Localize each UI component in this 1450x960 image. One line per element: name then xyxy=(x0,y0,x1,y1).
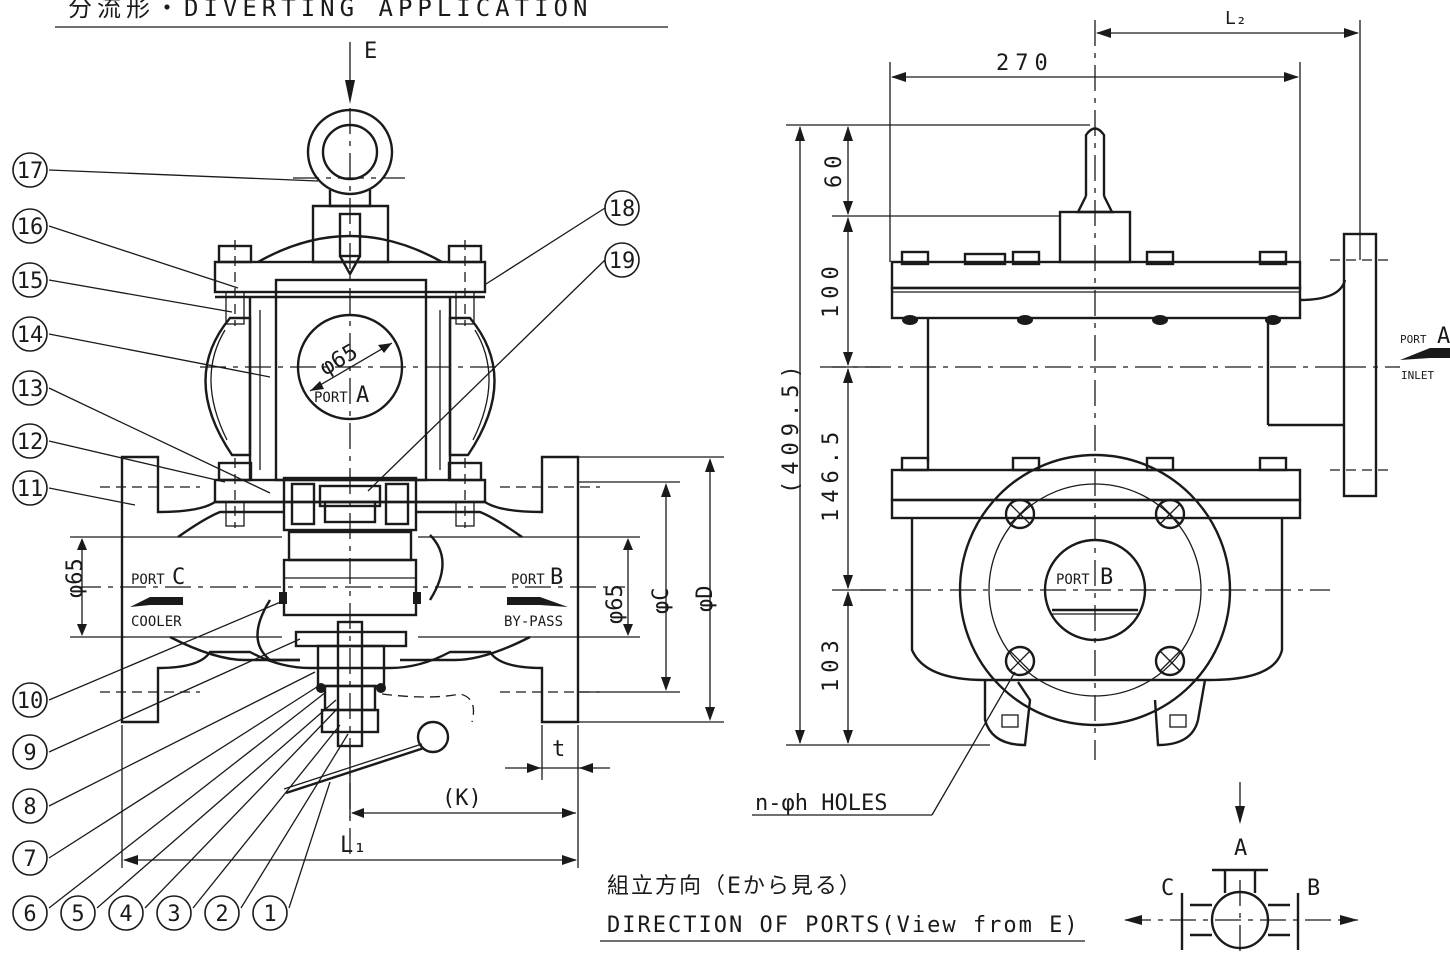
cooler-label: COOLER xyxy=(131,614,182,630)
inlet-label: INLET xyxy=(1401,369,1434,382)
dim-103-label: 103 xyxy=(819,634,844,692)
svg-text:15: 15 xyxy=(17,269,44,294)
part-balloon: 5 xyxy=(60,895,96,931)
part-balloon: 2 xyxy=(204,895,240,931)
svg-text:5: 5 xyxy=(71,902,84,927)
bolt-hole xyxy=(1154,498,1186,530)
right-side-view: L₂ 270 PORT A xyxy=(752,8,1450,816)
bolt-hole xyxy=(1004,498,1036,530)
port-a-side-letter: A xyxy=(1437,324,1450,349)
direction-title-en: DIRECTION OF PORTS(View from E) xyxy=(607,913,1080,938)
svg-text:1: 1 xyxy=(263,902,276,927)
l1-label: L₁ xyxy=(340,833,367,858)
k-label: (K) xyxy=(442,786,482,811)
direction-of-ports: 組立方向（Eから見る） DIRECTION OF PORTS(View from… xyxy=(600,782,1358,958)
port-a-word: PORT xyxy=(314,390,348,406)
svg-text:2: 2 xyxy=(215,902,228,927)
l2-label: L₂ xyxy=(1225,8,1247,29)
t-label: t xyxy=(552,737,565,762)
svg-text:12: 12 xyxy=(17,430,44,455)
direction-title-jp: 組立方向（Eから見る） xyxy=(607,874,863,899)
svg-text:4: 4 xyxy=(119,902,132,927)
svg-text:6: 6 xyxy=(23,902,36,927)
part-balloon: 8 xyxy=(12,788,48,824)
svg-text:17: 17 xyxy=(17,159,44,184)
part-balloon: 12 xyxy=(12,423,48,459)
dim-100-label: 100 xyxy=(819,260,844,318)
part-balloon: 3 xyxy=(156,895,192,931)
holes-label: n-φh HOLES xyxy=(755,791,887,816)
left-section-view: E xyxy=(63,39,724,868)
phi-c-label: φC xyxy=(649,588,674,615)
port-c-letter: C xyxy=(172,565,185,590)
port-a-letter: A xyxy=(356,383,369,408)
width-270-label: 270 xyxy=(996,51,1054,76)
part-balloon: 16 xyxy=(12,208,48,244)
svg-text:3: 3 xyxy=(167,902,180,927)
part-balloon: 7 xyxy=(12,840,48,876)
part-balloon: 15 xyxy=(12,262,48,298)
part-balloons: 17 16 15 14 13 12 11 10 9 8 7 6 5 4 3 2 … xyxy=(12,152,640,931)
direction-port-b: B xyxy=(1307,876,1320,901)
svg-text:7: 7 xyxy=(23,847,36,872)
port-c-diameter-label: φ65 xyxy=(63,558,88,598)
phi-d-label: φD xyxy=(693,586,718,613)
part-balloon: 1 xyxy=(252,895,288,931)
part-balloon: 13 xyxy=(12,370,48,406)
port-b-word: PORT xyxy=(511,572,545,588)
svg-text:9: 9 xyxy=(23,741,36,766)
svg-text:8: 8 xyxy=(23,795,36,820)
part-balloon: 17 xyxy=(12,152,48,188)
part-balloon: 18 xyxy=(604,190,640,226)
direction-port-a: A xyxy=(1234,836,1247,861)
port-b-letter: B xyxy=(550,565,563,590)
bypass-label: BY-PASS xyxy=(504,614,563,630)
part-balloon: 9 xyxy=(12,734,48,770)
part-balloon: 11 xyxy=(12,470,48,506)
view-marker-e: E xyxy=(364,39,377,64)
port-b-side-word: PORT xyxy=(1056,572,1090,588)
drawing-title: 分流形・DIVERTING APPLICATION xyxy=(55,0,668,28)
dim-60-label: 60 xyxy=(822,150,847,189)
svg-text:16: 16 xyxy=(17,215,44,240)
bolt-hole xyxy=(1154,645,1186,677)
part-balloon: 10 xyxy=(12,682,48,718)
title-text: 分流形・DIVERTING APPLICATION xyxy=(68,0,592,22)
dim-total-label: (409.5) xyxy=(779,359,804,494)
port-b-side-letter: B xyxy=(1100,565,1113,590)
port-a-diameter-label: φ65 xyxy=(315,340,362,382)
port-b-diameter-label: φ65 xyxy=(603,584,628,624)
part-leaders xyxy=(48,169,606,909)
svg-text:11: 11 xyxy=(17,477,44,502)
svg-text:19: 19 xyxy=(609,249,636,274)
dim-146-5-label: 146.5 xyxy=(819,426,844,522)
part-balloon: 6 xyxy=(12,895,48,931)
part-balloon: 14 xyxy=(12,316,48,352)
part-balloon: 4 xyxy=(108,895,144,931)
svg-text:14: 14 xyxy=(17,323,44,348)
direction-port-c: C xyxy=(1161,876,1174,901)
part-balloon: 19 xyxy=(604,242,640,278)
svg-text:13: 13 xyxy=(17,377,44,402)
bolt-hole xyxy=(1004,645,1036,677)
svg-text:10: 10 xyxy=(17,689,44,714)
svg-text:18: 18 xyxy=(609,197,636,222)
port-a-side-word: PORT xyxy=(1400,333,1427,346)
port-c-word: PORT xyxy=(131,572,165,588)
